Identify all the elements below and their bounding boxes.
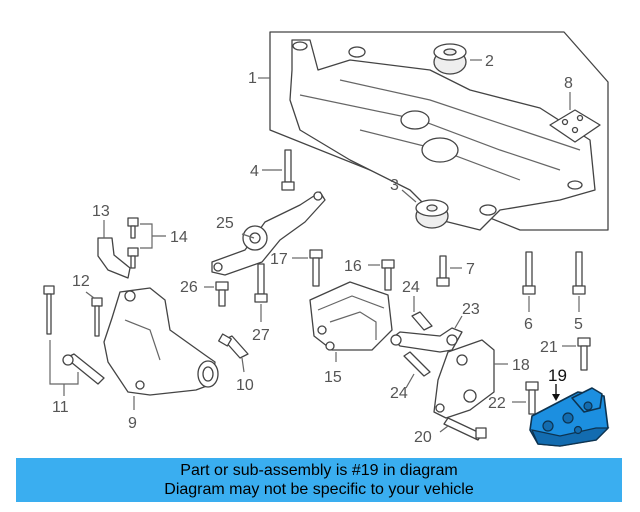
callout-5: 5 — [574, 316, 583, 333]
callout-18: 18 — [512, 357, 530, 374]
bolt-part-24-upper[interactable] — [411, 311, 433, 331]
callout-24-lower: 24 — [390, 385, 408, 402]
torque-arm-part-25[interactable] — [211, 191, 326, 276]
callout-19: 19 — [548, 366, 567, 385]
callout-3: 3 — [390, 177, 399, 194]
callout-24-upper: 24 — [402, 279, 420, 296]
callout-14: 14 — [170, 229, 188, 246]
callout-2: 2 — [485, 53, 494, 70]
callout-17: 17 — [270, 251, 288, 268]
bolt-part-5[interactable] — [572, 251, 586, 295]
highlighted-part-19[interactable] — [529, 387, 610, 447]
link-part-23[interactable] — [390, 327, 463, 353]
bushing-part-3[interactable] — [415, 199, 449, 229]
callout-10: 10 — [236, 377, 254, 394]
bolt-part-26[interactable] — [215, 281, 229, 307]
bolt-part-6[interactable] — [522, 251, 536, 295]
callout-1: 1 — [248, 70, 257, 87]
bolt-part-22[interactable] — [525, 381, 539, 415]
callout-23: 23 — [462, 301, 480, 318]
callout-8: 8 — [564, 75, 573, 92]
bolt-part-14[interactable] — [127, 217, 139, 269]
callout-11: 11 — [52, 399, 69, 416]
callout-21: 21 — [540, 339, 558, 356]
bolt-part-27[interactable] — [254, 263, 268, 303]
bolt-part-10[interactable] — [218, 333, 249, 359]
callout-25: 25 — [216, 215, 234, 232]
bolt-part-11[interactable] — [43, 285, 105, 385]
callout-13: 13 — [92, 203, 110, 220]
callout-20: 20 — [414, 429, 432, 446]
bushing-part-2[interactable] — [433, 43, 467, 75]
bolt-part-7[interactable] — [436, 255, 450, 287]
callout-9: 9 — [128, 415, 137, 432]
callout-12: 12 — [72, 273, 90, 290]
bolt-part-21[interactable] — [577, 337, 591, 371]
banner-line-1: Part or sub-assembly is #19 in diagram — [180, 462, 458, 479]
info-banner: Part or sub-assembly is #19 in diagram D… — [16, 458, 622, 502]
bolt-part-24-lower[interactable] — [403, 351, 431, 377]
bolt-part-12[interactable] — [91, 297, 103, 337]
plate-part-8[interactable] — [549, 109, 601, 143]
callout-22: 22 — [488, 395, 506, 412]
callout-15: 15 — [324, 369, 342, 386]
bolt-part-16[interactable] — [381, 259, 395, 291]
bracket-part-18[interactable] — [433, 339, 495, 419]
bolt-part-17[interactable] — [309, 249, 323, 287]
callout-6: 6 — [524, 316, 533, 333]
callout-26: 26 — [180, 279, 198, 296]
subframe-part[interactable] — [269, 31, 609, 231]
bolt-part-20[interactable] — [443, 417, 487, 441]
callout-7: 7 — [466, 261, 475, 278]
banner-line-2: Diagram may not be specific to your vehi… — [164, 481, 474, 498]
callout-19-arrow-icon — [552, 394, 560, 401]
bracket-part-13[interactable] — [97, 237, 131, 279]
callout-27: 27 — [252, 327, 270, 344]
callout-4: 4 — [250, 163, 259, 180]
engine-mount-part-9[interactable] — [103, 287, 219, 396]
transmission-mount-part-15[interactable] — [309, 281, 393, 351]
callout-16: 16 — [344, 258, 362, 275]
bolt-part-4[interactable] — [281, 149, 295, 191]
